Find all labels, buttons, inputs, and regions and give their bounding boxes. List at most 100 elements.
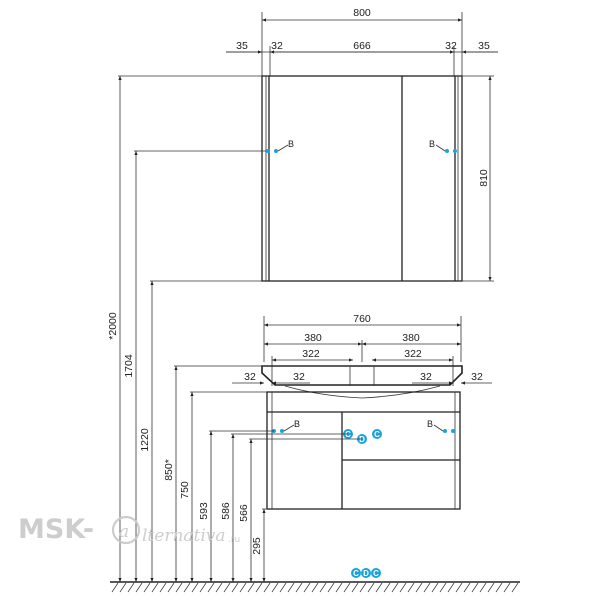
svg-text:lternativa: lternativa <box>142 526 226 546</box>
mirror-connection-right: B <box>429 139 457 153</box>
sink-top <box>261 365 463 386</box>
floor-hatch-line <box>215 582 223 593</box>
floor-hatch-line <box>407 582 415 593</box>
dim-800: 800 <box>353 7 371 19</box>
floor-hatch-line <box>191 582 199 593</box>
floor-hatch-line <box>127 582 135 593</box>
vanity-unit: 760 380 380 322 322 32 32 32 32 <box>232 313 492 510</box>
floor-hatch-line <box>183 582 191 593</box>
svg-text:D: D <box>359 435 365 444</box>
dim-35-right: 35 <box>478 40 490 52</box>
watermark-a-icon <box>111 515 141 545</box>
floor-hatch-line <box>463 582 471 593</box>
height-1704: 1704 <box>123 354 135 378</box>
floor-hatch-line <box>327 582 335 593</box>
svg-text:MSK-: MSK- <box>18 514 94 545</box>
floor-hatch-line <box>247 582 255 593</box>
floor-hatch-line <box>447 582 455 593</box>
mirror-connection-left: B <box>266 139 294 153</box>
height-593: 593 <box>198 502 210 520</box>
vanity-body <box>266 391 461 510</box>
dim-32-vanity-panel-right: 32 <box>420 371 432 383</box>
height-1220: 1220 <box>139 428 151 452</box>
floor-hatch-line <box>287 582 295 593</box>
dim-35-left: 35 <box>236 40 248 52</box>
floor-hatch-line <box>479 582 487 593</box>
floor-hatch-line <box>335 582 343 593</box>
svg-text:C: C <box>374 430 380 439</box>
floor-hatch-line <box>303 582 311 593</box>
floor-hatch-line <box>471 582 479 593</box>
floor-hatch-line <box>207 582 215 593</box>
height-750: 750 <box>179 481 191 499</box>
floor-hatch-line <box>351 582 359 593</box>
height-dimensions: *2000 1704 1220 850* 750 593 586 566 295 <box>107 75 362 582</box>
floor-hatch-line <box>455 582 463 593</box>
height-566: 566 <box>238 504 250 522</box>
floor <box>110 581 520 593</box>
floor-hatch-line <box>503 582 511 593</box>
dim-32-right: 32 <box>445 40 457 52</box>
height-586: 586 <box>220 502 232 520</box>
floor-hatch-line <box>263 582 271 593</box>
vanity-connection-right: B <box>427 419 455 433</box>
svg-text:D: D <box>363 569 369 578</box>
floor-hatch-line <box>175 582 183 593</box>
floor-hatch-line <box>159 582 167 593</box>
floor-hatch-line <box>383 582 391 593</box>
dim-380-right: 380 <box>402 332 420 344</box>
floor-hatch-line <box>119 582 127 593</box>
vanity-conn-label-right: B <box>427 419 433 429</box>
floor-hatch-line <box>415 582 423 593</box>
floor-marker-d: D <box>361 568 371 578</box>
floor-hatch-line <box>511 582 519 593</box>
height-295: 295 <box>251 537 263 555</box>
dim-380-left: 380 <box>304 332 322 344</box>
dim-322-left: 322 <box>302 348 320 360</box>
watermark-logo: MSK- a lternativa .ru <box>18 514 240 546</box>
floor-hatch-line <box>367 582 375 593</box>
utility-marker-c-right: C <box>372 429 382 439</box>
floor-hatch-line <box>199 582 207 593</box>
height-2000: *2000 <box>107 312 119 340</box>
watermark-a-letter: a <box>119 522 129 542</box>
dim-810: 810 <box>478 169 490 187</box>
svg-text:C: C <box>353 569 359 578</box>
floor-hatch-line <box>487 582 495 593</box>
floor-hatch-line <box>271 582 279 593</box>
floor-hatch-line <box>223 582 231 593</box>
floor-hatch-line <box>495 582 503 593</box>
floor-hatch-line <box>391 582 399 593</box>
floor-hatch-line <box>375 582 383 593</box>
floor-hatch-line <box>239 582 247 593</box>
conn-label-right: B <box>429 139 435 149</box>
svg-text:.ru: .ru <box>228 535 240 545</box>
floor-hatch-line <box>311 582 319 593</box>
vanity-conn-label-left: B <box>294 419 300 429</box>
floor-hatch-line <box>359 582 367 593</box>
floor-hatch-line <box>399 582 407 593</box>
floor-hatch-line <box>431 582 439 593</box>
floor-hatch-line <box>319 582 327 593</box>
vanity-connection-left: B <box>272 419 300 433</box>
floor-marker-c-left: C <box>351 568 361 578</box>
floor-hatch-line <box>439 582 447 593</box>
floor-hatch-line <box>279 582 287 593</box>
floor-hatch-line <box>295 582 303 593</box>
dim-32-vanity-outer-right: 32 <box>471 371 483 383</box>
dim-322-right: 322 <box>404 348 422 360</box>
floor-hatch-line <box>343 582 351 593</box>
floor-hatch-line <box>151 582 159 593</box>
dim-760: 760 <box>353 313 371 325</box>
floor-hatch-line <box>143 582 151 593</box>
floor-marker-c-right: C <box>371 568 381 578</box>
svg-text:C: C <box>345 430 351 439</box>
dim-32-vanity-panel-left: 32 <box>293 371 305 383</box>
floor-hatch-line <box>167 582 175 593</box>
conn-label-left: B <box>288 139 294 149</box>
floor-hatch-line <box>231 582 239 593</box>
floor-utility-markers: C D C <box>351 568 381 578</box>
mirror-cabinet-body <box>261 75 463 282</box>
svg-text:C: C <box>373 569 379 578</box>
